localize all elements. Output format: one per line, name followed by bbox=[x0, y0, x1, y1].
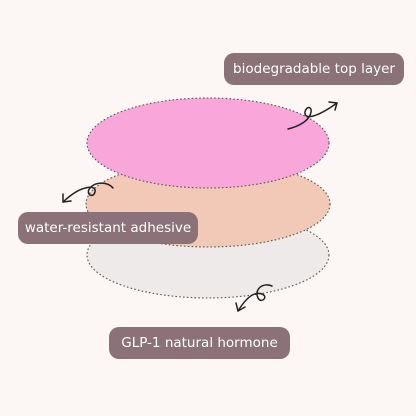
curly-arrow-icon-adhesive bbox=[62, 182, 114, 203]
curly-arrow-icon-hormone bbox=[235, 284, 273, 312]
label-adhesive: water-resistant adhesive bbox=[18, 212, 198, 244]
label-hormone: GLP-1 natural hormone bbox=[109, 327, 290, 359]
top-layer bbox=[86, 97, 330, 189]
label-top-layer: biodegradable top layer bbox=[224, 53, 404, 85]
curly-arrow-icon-top bbox=[287, 101, 338, 130]
